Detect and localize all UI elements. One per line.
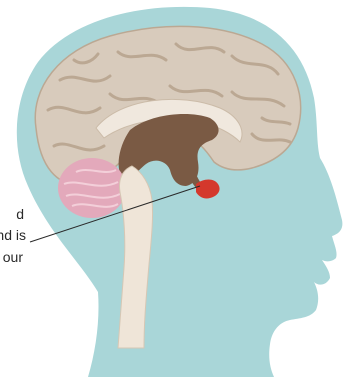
caption-line-1: d	[16, 206, 24, 223]
caption-line-2: nd is	[0, 227, 26, 244]
cerebellum	[58, 158, 126, 218]
caption-line-3: our	[3, 249, 23, 266]
